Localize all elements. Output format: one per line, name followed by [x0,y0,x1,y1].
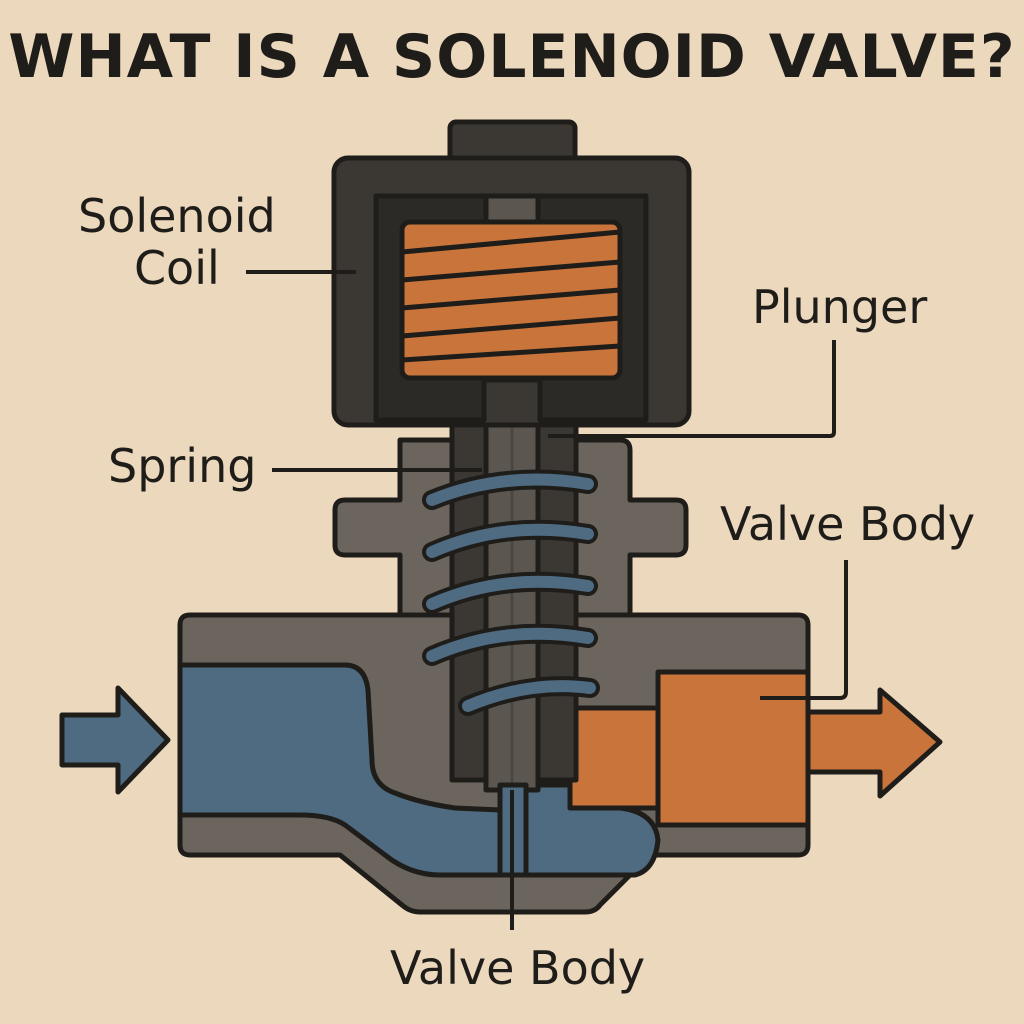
label-plunger: Plunger [752,280,928,334]
inlet-arrow [59,685,171,795]
leader-body-right [760,560,848,700]
label-valve-body-bottom: Valve Body [390,941,646,995]
inlet-fluid-channel [177,662,661,878]
leader-lines [246,270,848,930]
outlet-fluid-channel [567,669,811,828]
label-solenoid-coil-line1: Solenoid [78,189,276,243]
label-valve-body-right: Valve Body [720,497,976,551]
label-solenoid-coil-line2: Coil [133,241,220,295]
label-spring: Spring [108,439,257,493]
leader-plunger [548,340,836,438]
label-solenoid-coil: Solenoid Coil [78,190,276,294]
spring-coils [422,469,600,716]
outlet-arrow [805,687,943,799]
diagram-title: WHAT IS A SOLENOID VALVE? [8,22,1016,92]
copper-coil [399,219,623,381]
